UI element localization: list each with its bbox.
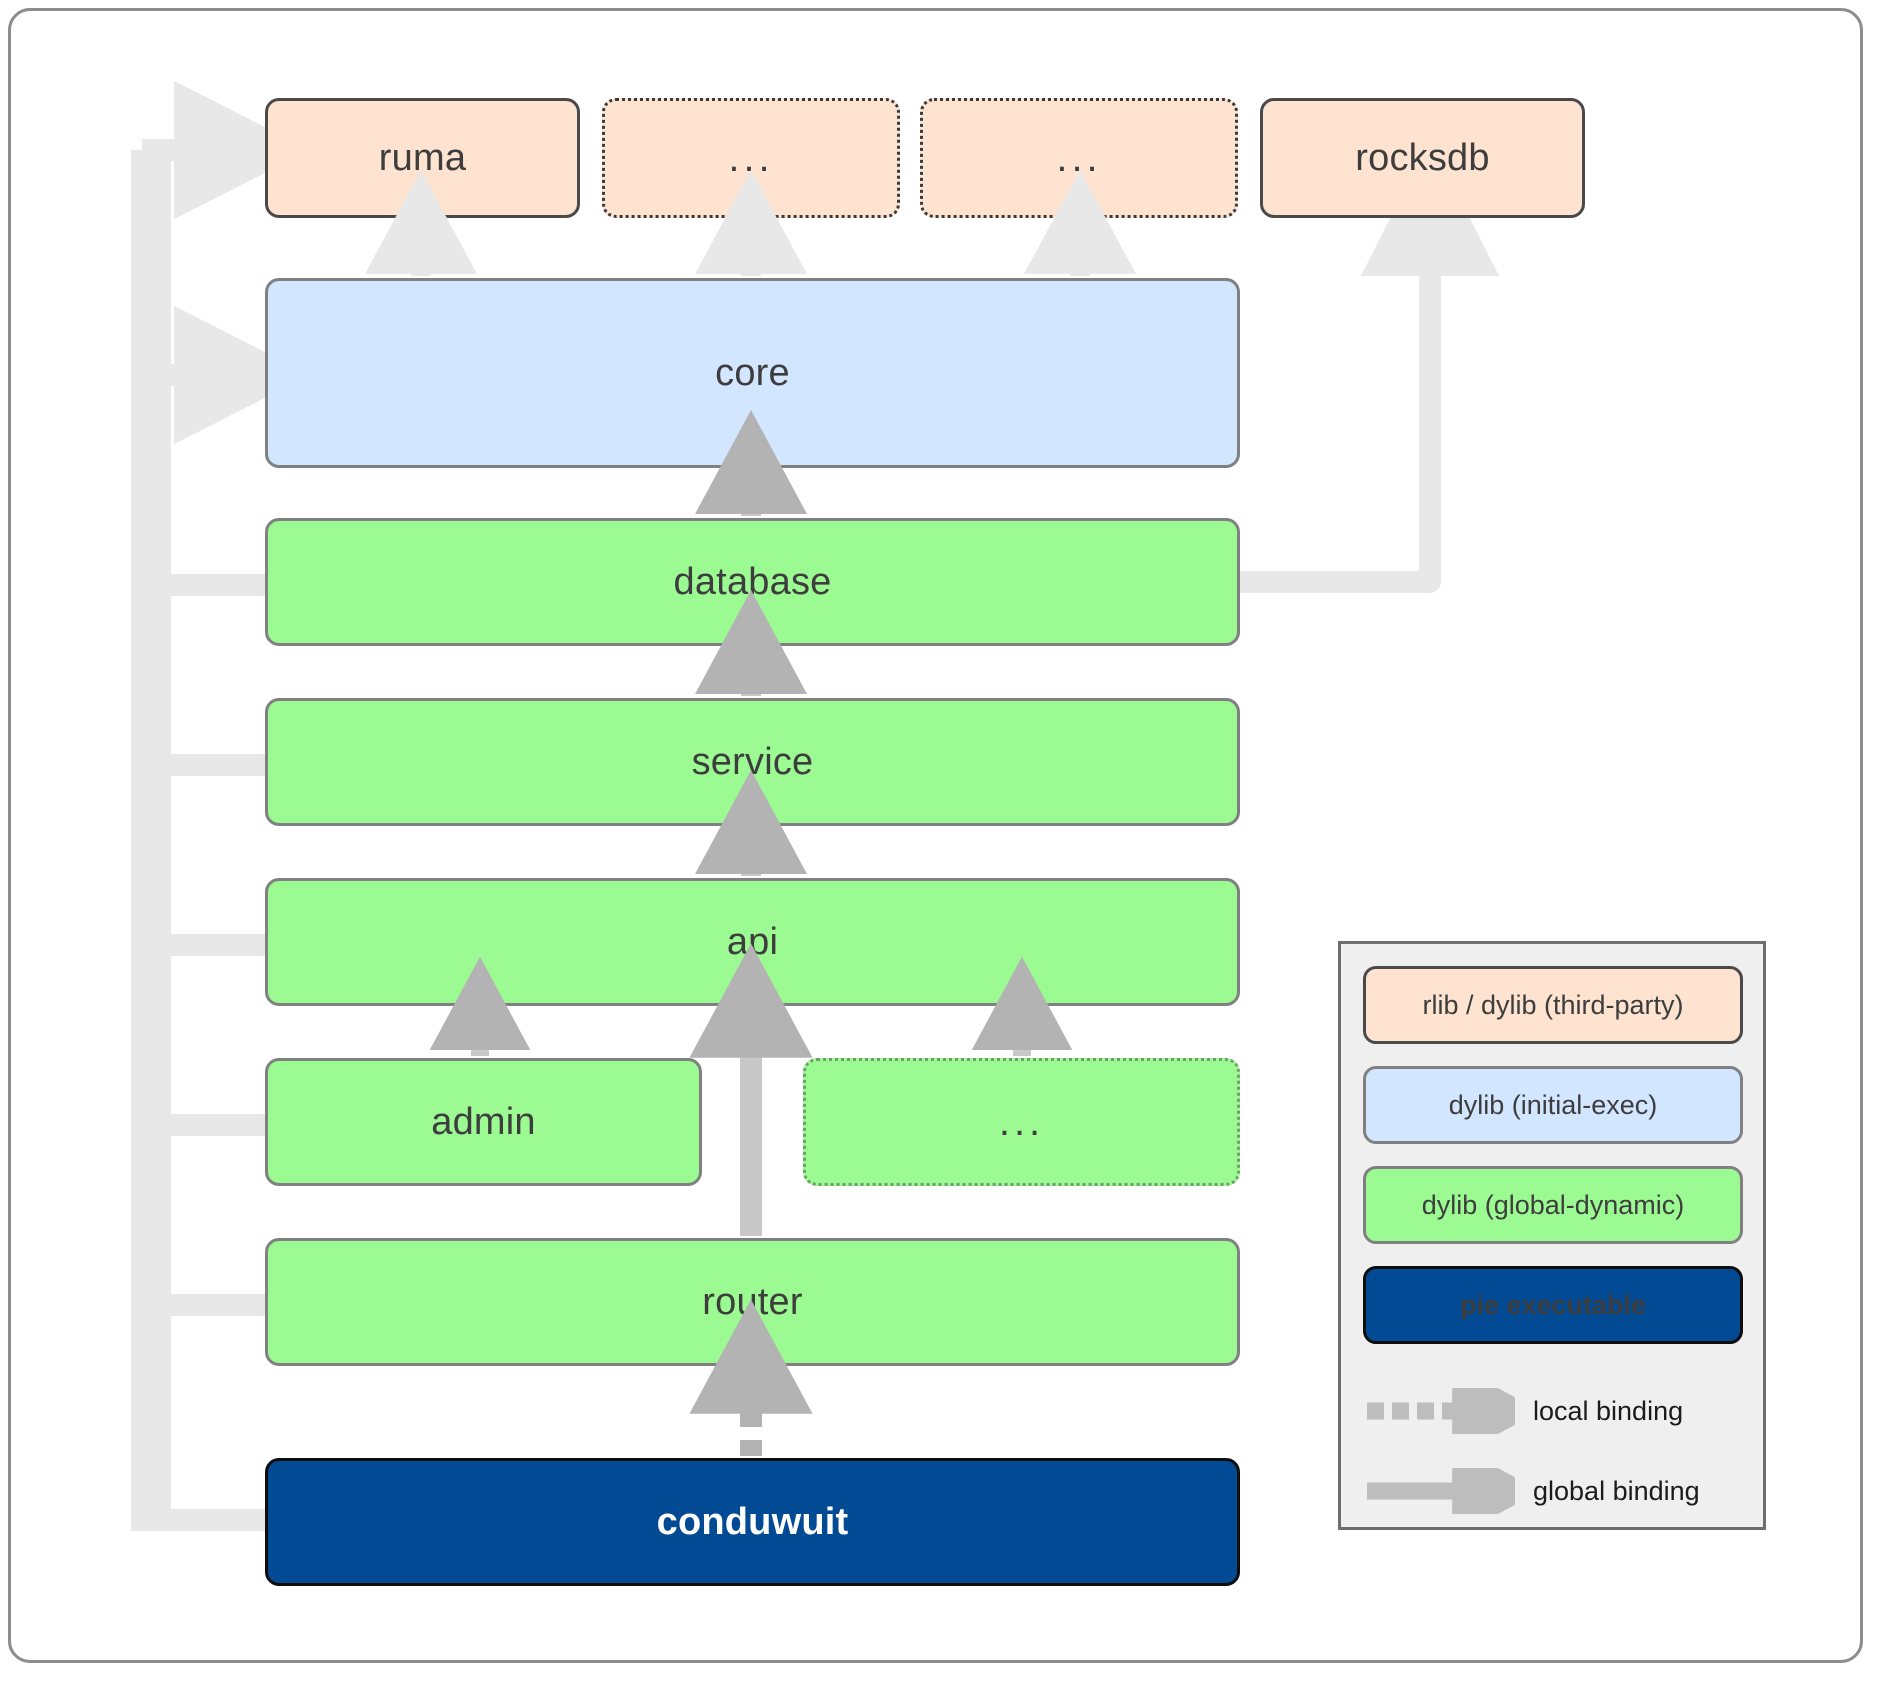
legend-panel: rlib / dylib (third-party) dylib (initia…	[1338, 941, 1766, 1539]
legend-swatch-global-dynamic-label: dylib (global-dynamic)	[1421, 1189, 1685, 1220]
legend-swatch-initial-exec-label: dylib (initial-exec)	[1448, 1089, 1658, 1120]
node-rocksdb[interactable]: rocksdb	[1260, 98, 1585, 218]
node-mid-ellipsis[interactable]: ...	[803, 1058, 1240, 1186]
node-top-ellipsis-1[interactable]: ...	[602, 98, 900, 218]
node-top-ellipsis-2[interactable]: ...	[920, 98, 1238, 218]
legend-row-local-binding: local binding	[1363, 1363, 1747, 1459]
legend-swatch-third-party: rlib / dylib (third-party)	[1363, 966, 1743, 1044]
node-conduwuit-label: conduwuit	[656, 1500, 849, 1543]
node-ruma[interactable]: ruma	[265, 98, 580, 218]
legend-global-binding-label: global binding	[1533, 1475, 1700, 1506]
node-database[interactable]: database	[265, 518, 1240, 646]
node-rocksdb-label: rocksdb	[1355, 136, 1490, 179]
node-router[interactable]: router	[265, 1238, 1240, 1366]
local-binding-arrow-icon	[1363, 1363, 1541, 1459]
legend-swatch-global-dynamic: dylib (global-dynamic)	[1363, 1166, 1743, 1244]
node-service-label: service	[691, 740, 814, 783]
legend-row-global-binding: global binding	[1363, 1443, 1747, 1539]
node-conduwuit[interactable]: conduwuit	[265, 1458, 1240, 1586]
global-binding-arrow-icon	[1363, 1443, 1541, 1539]
node-top-ellipsis-1-label: ...	[728, 136, 774, 180]
legend-swatch-pie-executable: pie executable	[1363, 1266, 1743, 1344]
node-admin[interactable]: admin	[265, 1058, 702, 1186]
node-core[interactable]: core	[265, 278, 1240, 468]
node-ruma-label: ruma	[378, 136, 467, 179]
node-admin-label: admin	[431, 1100, 536, 1143]
node-api[interactable]: api	[265, 878, 1240, 1006]
legend-swatch-third-party-label: rlib / dylib (third-party)	[1422, 989, 1684, 1020]
node-core-label: core	[715, 351, 790, 394]
legend-swatch-pie-executable-label: pie executable	[1459, 1289, 1647, 1320]
node-mid-ellipsis-label: ...	[998, 1100, 1045, 1144]
node-database-label: database	[673, 560, 832, 603]
node-top-ellipsis-2-label: ...	[1056, 136, 1102, 180]
node-service[interactable]: service	[265, 698, 1240, 826]
legend-swatch-initial-exec: dylib (initial-exec)	[1363, 1066, 1743, 1144]
node-router-label: router	[702, 1280, 803, 1323]
node-api-label: api	[726, 920, 779, 963]
legend-local-binding-label: local binding	[1533, 1395, 1684, 1426]
